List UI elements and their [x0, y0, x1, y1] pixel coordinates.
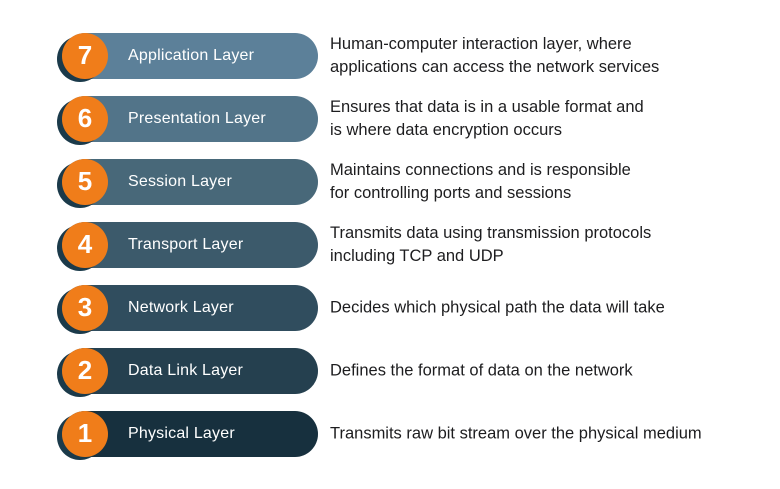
layer-description: Decides which physical path the data wil… [330, 298, 665, 317]
layer-row-transport: 4 Transport Layer Transmits data using t… [0, 222, 780, 268]
layer-row-session: 5 Session Layer Maintains connections an… [0, 159, 780, 205]
layer-name: Application Layer [128, 47, 255, 64]
layer-description: Maintains connections and is responsible… [330, 161, 631, 202]
layer-number: 4 [77, 229, 93, 259]
layer-row-network: 3 Network Layer Decides which physical p… [0, 285, 780, 331]
layer-name: Network Layer [128, 299, 234, 316]
layer-description: Transmits data using transmission protoc… [330, 224, 652, 265]
layer-number-badge: 6 [62, 96, 108, 142]
layer-row-physical: 1 Physical Layer Transmits raw bit strea… [0, 411, 780, 457]
layer-number: 7 [77, 40, 93, 70]
layer-row-application: 7 Application Layer Human-computer inter… [0, 33, 780, 79]
layer-number-badge: 5 [62, 159, 108, 205]
layer-number-badge: 4 [62, 222, 108, 268]
layer-name: Data Link Layer [128, 362, 244, 379]
layer-description: Defines the format of data on the networ… [330, 361, 633, 380]
layer-description: Ensures that data is in a usable format … [330, 98, 644, 139]
layer-number: 1 [77, 418, 93, 448]
layer-number-badge: 7 [62, 33, 108, 79]
layer-number-badge: 2 [62, 348, 108, 394]
layer-name: Session Layer [128, 173, 232, 190]
layer-number-badge: 3 [62, 285, 108, 331]
layer-name: Physical Layer [128, 425, 235, 442]
layer-number-badge: 1 [62, 411, 108, 457]
layer-row-presentation: 6 Presentation Layer Ensures that data i… [0, 96, 780, 142]
layer-name: Presentation Layer [128, 110, 266, 127]
layer-number: 2 [77, 355, 93, 385]
layer-number: 6 [77, 103, 93, 133]
layer-description: Human-computer interaction layer, where … [330, 35, 660, 76]
layer-row-data-link: 2 Data Link Layer Defines the format of … [0, 348, 780, 394]
layer-number: 3 [77, 292, 93, 322]
layer-pill: Network Layer [62, 285, 318, 331]
layer-number: 5 [77, 166, 93, 196]
layer-name: Transport Layer [128, 236, 244, 253]
layer-description: Transmits raw bit stream over the physic… [330, 424, 702, 443]
